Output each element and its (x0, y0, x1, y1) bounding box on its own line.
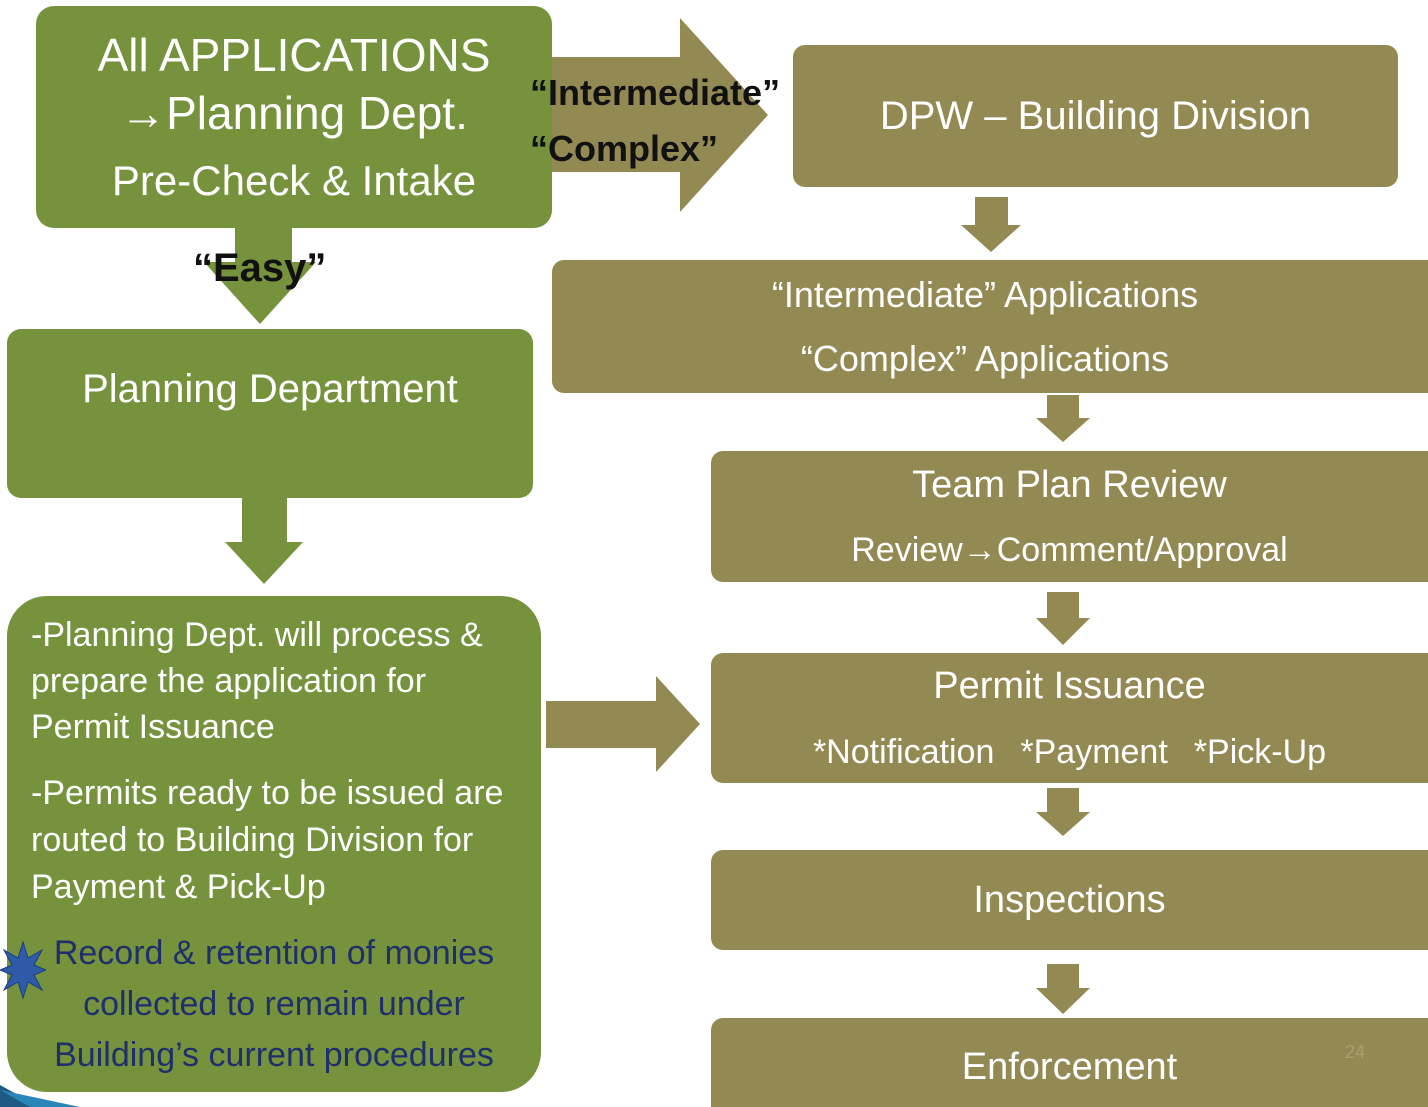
inspections-label: Inspections (973, 878, 1166, 921)
planning-department-box: Planning Department (7, 329, 533, 498)
team-plan-review-title: Team Plan Review (912, 463, 1227, 506)
permit-issuance-title: Permit Issuance (933, 665, 1206, 707)
process-line: -Permits ready to be issued are (31, 774, 504, 812)
arrow-inspections-down (1036, 964, 1090, 1014)
planning-department-label: Planning Department (82, 367, 458, 411)
applications-box: “Intermediate” Applications “Complex” Ap… (552, 260, 1428, 393)
team-plan-review-box: Team Plan Review Review→Comment/Approval (711, 451, 1428, 582)
process-line: Permit Issuance (31, 708, 275, 746)
intermediate-applications: “Intermediate” Applications (771, 273, 1199, 315)
process-paragraph-2: -Permits ready to be issued are routed t… (31, 770, 541, 911)
all-applications-box: All APPLICATIONS →Planning Dept. Pre-Che… (36, 6, 552, 228)
corner-decoration-accent (0, 1090, 80, 1107)
permit-issuance-items: *Notification *Payment *Pick-Up (813, 729, 1326, 775)
pick-up-item: *Pick-Up (1193, 733, 1327, 771)
slide-number: 24 (1345, 1042, 1366, 1062)
enforcement-box: Enforcement (711, 1018, 1428, 1107)
process-line: Payment & Pick-Up (31, 868, 326, 906)
dpw-building-division-box: DPW – Building Division (793, 45, 1398, 187)
dpw-building-division-label: DPW – Building Division (879, 93, 1312, 138)
note-line: collected to remain under (83, 985, 465, 1023)
arrow-apps-down (1036, 395, 1090, 442)
record-retention-note: Record & retention of monies collected t… (7, 928, 541, 1081)
process-line: prepare the application for (31, 662, 427, 700)
arrow-review-down (1036, 592, 1090, 645)
inspections-box: Inspections (711, 850, 1428, 950)
review-comment-approval: Review→Comment/Approval (851, 530, 1288, 569)
arrow-process-to-permit (546, 676, 700, 772)
starburst-icon (0, 940, 46, 1000)
arrow-planning-down (225, 498, 303, 584)
process-paragraph-1: -Planning Dept. will process & prepare t… (31, 612, 541, 750)
arrow-to-dpw (548, 18, 768, 212)
complex-applications: “Complex” Applications (800, 337, 1170, 379)
arrow-permit-down (1036, 788, 1090, 836)
notification-item: *Notification (812, 733, 995, 771)
arrow-easy-down (204, 222, 316, 324)
intermediate-label: “Intermediate” (530, 72, 781, 113)
payment-item: *Payment (1020, 733, 1168, 771)
note-line: Building’s current procedures (54, 1036, 494, 1074)
easy-label: “Easy” (193, 246, 327, 290)
process-line: -Planning Dept. will process & (31, 616, 483, 654)
note-line: Record & retention of monies (53, 934, 495, 972)
enforcement-label: Enforcement (961, 1046, 1178, 1088)
arrow-dpw-down (961, 197, 1021, 252)
process-line: routed to Building Division for (31, 821, 474, 859)
planning-process-box: -Planning Dept. will process & prepare t… (7, 596, 541, 1092)
complex-label: “Complex” (530, 128, 719, 169)
all-applications-title: All APPLICATIONS (97, 29, 491, 81)
permit-issuance-box: Permit Issuance *Notification *Payment *… (711, 653, 1428, 783)
pre-check-intake: Pre-Check & Intake (111, 157, 477, 204)
planning-dept-route: →Planning Dept. (120, 87, 468, 139)
